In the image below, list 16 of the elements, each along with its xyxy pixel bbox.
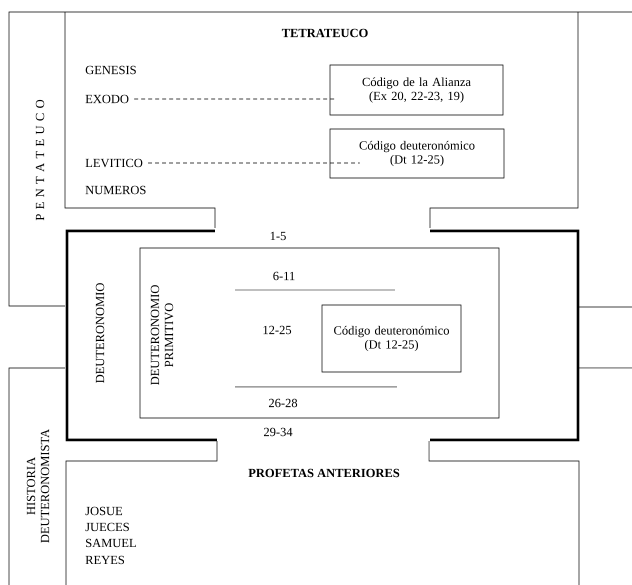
book-name: REYES bbox=[86, 556, 124, 564]
book-name: NUMEROS bbox=[86, 186, 146, 194]
book-name: JUECES bbox=[85, 522, 129, 532]
book-name: EXODO bbox=[86, 94, 128, 104]
book-name: GENESIS bbox=[86, 66, 136, 74]
chapter-range: 26-28 bbox=[268, 398, 298, 408]
book-name: JOSUE bbox=[85, 506, 122, 516]
book-name: LEVITICO bbox=[86, 158, 142, 168]
code-box: Código de la Alianza (Ex 20, 22-23, 19) bbox=[330, 64, 504, 116]
chapter-range: 1-5 bbox=[270, 232, 286, 240]
book-name: SAMUEL bbox=[86, 538, 136, 548]
chapter-range: 12-25 bbox=[264, 326, 292, 334]
dashed-line bbox=[148, 162, 360, 164]
chapter-range: 6-11 bbox=[273, 272, 294, 280]
code-box: Código deuteronómico (Dt 12-25) bbox=[330, 128, 504, 178]
code-box: Código deuteronómico (Dt 12-25) bbox=[322, 304, 462, 372]
